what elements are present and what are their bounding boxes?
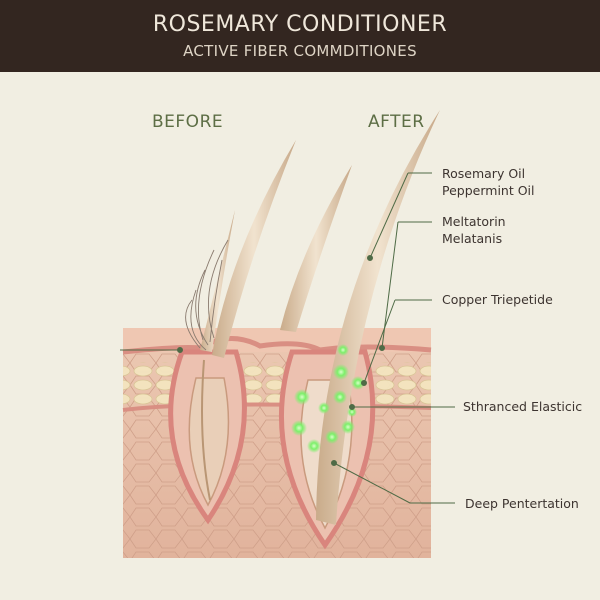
page-title: ROSEMARY CONDITIONER xyxy=(152,12,448,37)
header-banner: ROSEMARY CONDITIONER ACTIVE FIBER COMMDI… xyxy=(0,0,600,72)
label-peppermint-oil: Peppermint Oil xyxy=(442,183,535,198)
leader-lines xyxy=(120,172,455,504)
hair-strands xyxy=(185,110,440,525)
active-particles xyxy=(291,344,365,453)
label-meltatorin: Meltatorin xyxy=(442,214,506,229)
label-deep-pentertation: Deep Pentertation xyxy=(465,496,579,511)
page-subtitle: ACTIVE FIBER COMMDITIONES xyxy=(183,42,417,60)
before-heading: BEFORE xyxy=(152,112,224,132)
follicle-before xyxy=(168,349,247,525)
label-rosemary-oil: Rosemary Oil xyxy=(442,166,526,181)
label-copper-triepetide: Copper Triepetide xyxy=(442,292,553,307)
label-sthranced-elasticic: Sthranced Elasticic xyxy=(463,399,583,414)
after-heading: AFTER xyxy=(368,112,425,132)
label-melatanis: Melatanis xyxy=(442,231,503,246)
skin-cross-section xyxy=(122,328,432,558)
